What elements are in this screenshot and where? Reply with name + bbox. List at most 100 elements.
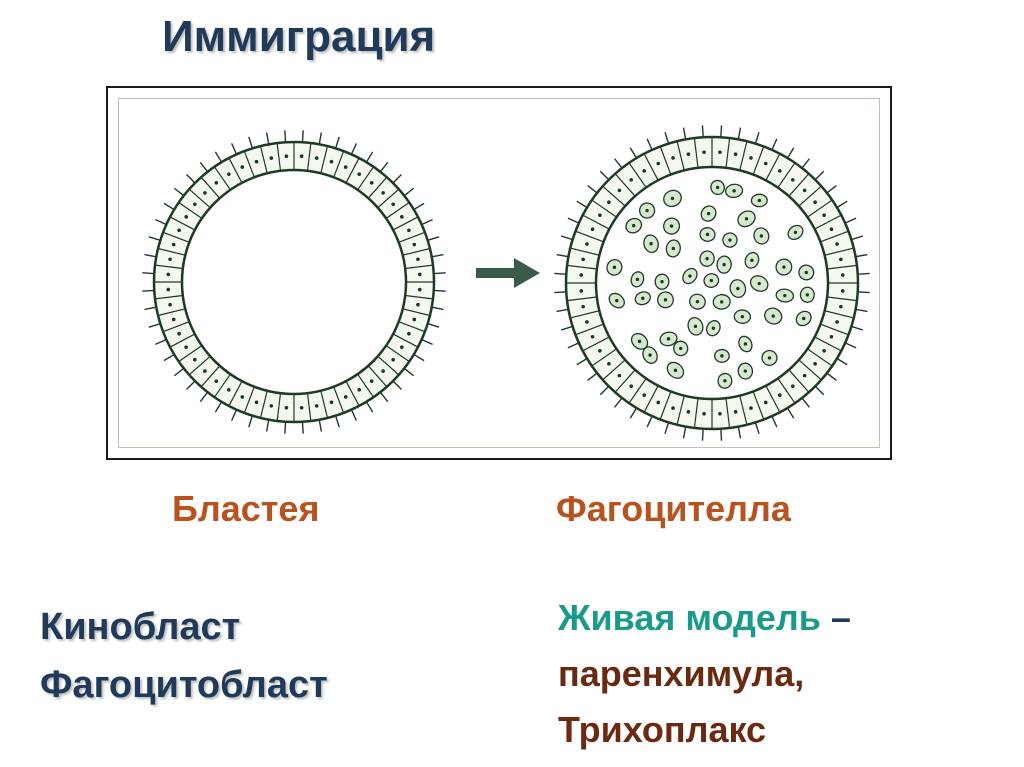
inner-cell-nucleus [757,281,761,286]
inner-cell-nucleus [736,286,740,291]
phagocytella-sphere-nucleus [802,373,807,378]
blastea-sphere-nucleus [391,202,395,207]
phagocytella-sphere-flagellum [599,170,610,181]
blastea-sphere-cell-wall [157,247,186,256]
blastea-sphere-cell-wall [213,166,231,191]
phagocytella-sphere-nucleus [686,410,691,414]
phagocytella-sphere-flagellum [664,131,670,144]
blastea-sphere-nucleus [240,395,245,399]
phagocytella-inner-cells [606,179,815,389]
blastea-sphere-cell-wall [385,345,410,363]
blastea-sphere-cell-wall [162,231,190,243]
blastea-sphere-cell-wall [259,145,268,174]
inner-cell-nucleus [693,324,698,329]
phagocytella-sphere-nucleus [656,400,661,405]
living-model-text: Живая модель – паренхимула, Трихоплакс [558,590,851,758]
blastea-sphere-nucleus [269,404,274,408]
phagocytella-sphere-nucleus [686,152,691,156]
phagocytella-sphere-nucleus [829,227,834,232]
phagocytella-sphere-cell-wall [807,199,833,218]
blastea-sphere-cell-wall [357,166,375,191]
blastea-sphere-cell-wall [402,308,431,317]
blastea-sphere-nucleus [299,154,304,159]
phagocytella-sphere-nucleus [790,384,795,388]
phagocytella-sphere-cell-wall [570,310,600,319]
phagocytella-sphere-nucleus [813,200,817,205]
phagocytella-sphere-cell-wall [614,369,636,393]
phagocytella-sphere-cell-wall [827,264,858,270]
phagocytella-sphere-cell-wall [591,348,617,367]
phagocytella-sphere-flagellum [814,170,825,181]
inner-cell-nucleus [757,198,762,203]
blastea-sphere-cell-wall [228,380,243,407]
blastea-sphere-flagellum [301,421,304,434]
blastea-sphere-cell-wall [333,386,345,414]
phagocytella-sphere-cell-wall [765,153,781,181]
blastea-sphere-nucleus [284,405,289,410]
phagocytella-sphere-flagellum [682,426,687,439]
phagocytella-sphere-nucleus [656,161,661,166]
phagocytella-sphere-cell-wall [575,323,604,336]
inner-cell-nucleus [645,208,649,213]
phagocytella-sphere-cell-wall [570,247,600,256]
blastea-sphere-flagellum [301,130,304,143]
blastea-sphere-flagellum [421,338,433,346]
blastea-sphere-nucleus [329,159,334,164]
blastea-sphere-flagellum [155,218,167,226]
arrow-head [514,258,540,288]
phagocytella-sphere-flagellum [754,131,760,144]
inner-cell-nucleus [635,277,640,282]
blastea-sphere-flagellum [155,338,167,346]
phagocytella-sphere-flagellum [701,125,704,138]
phagocytella-sphere-cell-wall [676,141,685,171]
phagocytella-sphere-flagellum [614,158,623,169]
inner-cell-nucleus [771,314,775,318]
inner-cell-nucleus [750,258,754,263]
blastea-sphere-flagellum [144,306,157,311]
blastea-sphere-cell-wall [259,390,268,419]
blastea-sphere-cell-wall [243,150,255,178]
phagocytella-sphere-flagellum [720,428,723,441]
blastea-sphere-flagellum [334,415,340,428]
inner-cell-nucleus [688,274,692,278]
phagocytella-sphere-nucleus [839,304,843,309]
phagocytella-sphere-cell-wall [693,398,699,429]
blastea-sphere-flagellum [379,391,389,403]
phagocytella-sphere-cell-wall [814,336,842,352]
phagocytella-sphere-cell-wall [628,162,647,188]
blastea-sphere-nucleus [369,379,374,383]
blastea-sphere-nucleus [284,154,289,159]
inner-cell-nucleus [695,299,700,304]
blastea-sphere-cell-wall [188,355,211,376]
phagocytella-sphere-cell-wall [752,146,765,175]
phagocytella-sphere-cell-wall [591,199,617,218]
blastea-sphere-flagellum [214,151,223,163]
blastea-sphere-nucleus [417,272,422,277]
phagocytella-sphere-flagellum [587,185,598,194]
blastea-sphere-flagellum [284,130,287,143]
phagocytella-sphere-flagellum [786,407,795,419]
phagocytella-sphere-nucleus [763,400,768,405]
inner-cell-nucleus [743,369,748,373]
inner-cell-nucleus [615,298,619,303]
blastea-sphere-cell-wall [154,264,183,270]
transition-arrow [476,258,540,288]
inner-cell-nucleus [649,242,653,246]
blastea-sphere-flagellum [334,136,340,149]
phagocytella-sphere-flagellum [556,308,569,313]
blastea-sphere-nucleus [329,400,334,405]
blastea-sphere-flagellum [350,143,358,155]
inner-cell-nucleus [641,296,645,300]
blastea-sphere-flagellum [433,289,446,292]
blastea-sphere-flagellum [413,353,425,362]
blastea-sphere-nucleus [166,287,171,292]
blastea-sphere-flagellum [318,419,323,432]
blastea-sphere-nucleus [240,165,245,169]
inner-cell-nucleus [705,232,710,237]
blastea-sphere-nucleus [254,159,259,164]
phagocytella-sphere-nucleus [840,273,845,277]
phagocytella-sphere-nucleus [642,169,647,173]
blastea-sphere-flagellum [144,253,157,258]
blastea-sphere-nucleus [391,357,395,362]
phagocytella-sphere-cell-wall [824,310,854,319]
